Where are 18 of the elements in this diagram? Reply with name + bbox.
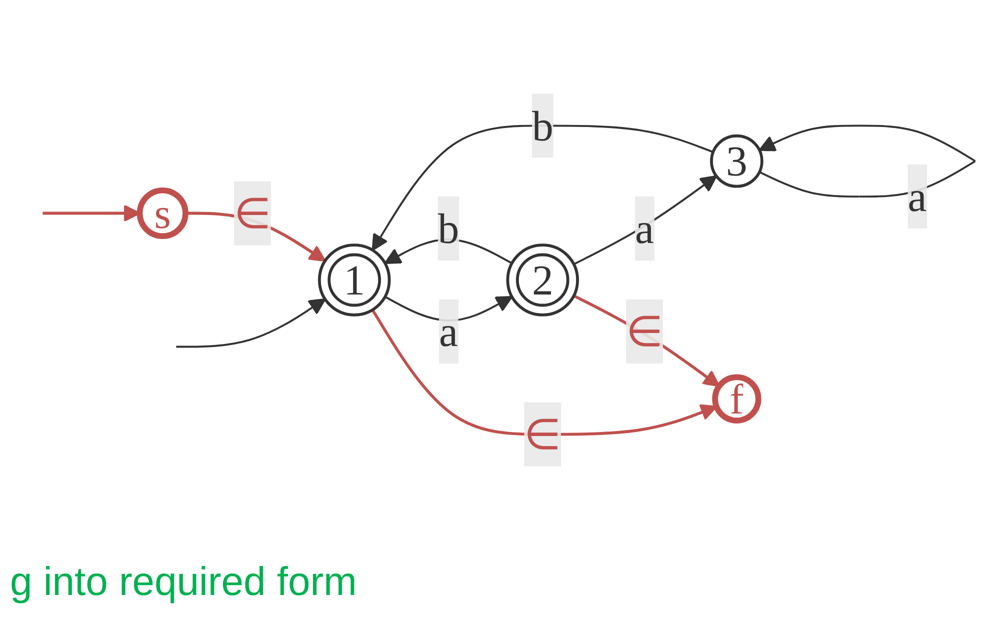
arrow [372,124,714,251]
arrow [573,175,718,266]
arrow [573,294,720,387]
arrow [176,298,326,348]
node-circle: 1 [318,244,391,316]
node-circle: f [712,374,762,424]
edge-label: b [438,204,460,253]
edge-label: a [908,172,927,221]
edge-label: ∈ [234,188,271,238]
node-circle: 3 [710,134,764,188]
note-text: g into required form [10,560,357,605]
edge-label: a [439,307,458,356]
edge-label: a [635,204,654,253]
edge-label: b [532,101,554,150]
node-circle: s [136,187,188,240]
edge-label: ∈ [626,307,663,356]
node-circle: 2 [506,244,579,316]
edge-label: ∈ [524,410,562,459]
